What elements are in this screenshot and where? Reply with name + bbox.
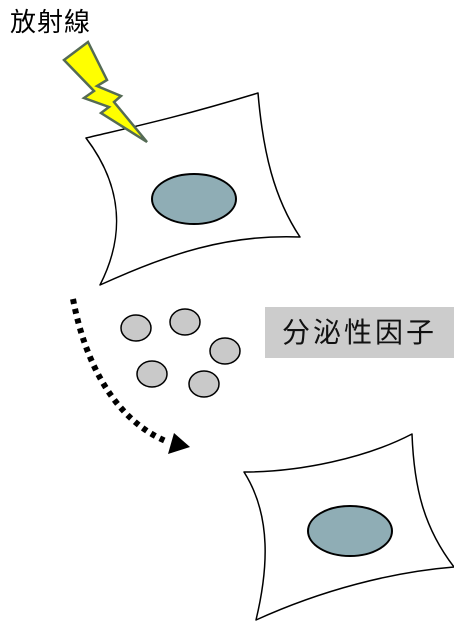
secreted-particle — [169, 308, 201, 336]
dotted-curved-arrow-icon — [70, 298, 190, 454]
secreted-factor-label: 分泌性因子 — [281, 315, 437, 349]
secreted-factor-box: 分泌性因子 — [265, 307, 454, 358]
secreted-particle — [136, 360, 168, 388]
bystander-cell — [243, 433, 454, 621]
radiation-label: 放射線 — [10, 8, 92, 38]
secreted-particles — [120, 308, 241, 398]
irradiated-cell — [85, 92, 301, 286]
secreted-particle — [188, 370, 220, 398]
lightning-bolt-icon — [62, 40, 148, 144]
secreted-particle — [209, 337, 241, 365]
arrowhead — [168, 433, 190, 454]
dotted-arrow-shaft — [70, 298, 170, 445]
irradiated-cell-nucleus — [151, 173, 237, 225]
secreted-particle — [120, 314, 152, 342]
bystander-cell-nucleus — [307, 505, 393, 557]
